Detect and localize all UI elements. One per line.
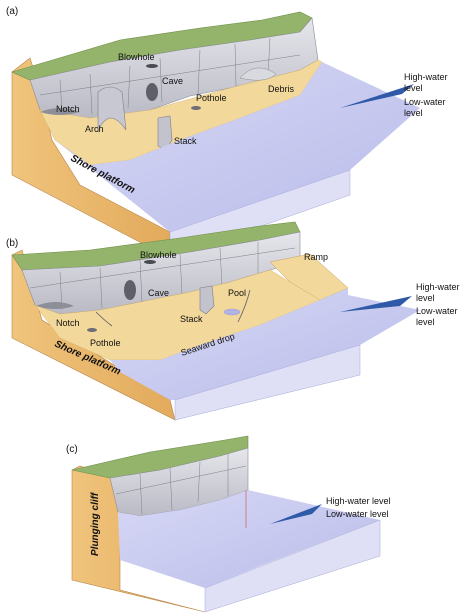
panel-a-pothole [191, 106, 201, 110]
panel-a-label-debris: Debris [268, 84, 295, 94]
panel-a-label-cave: Cave [162, 76, 183, 86]
panel-c-label-high-water: High-water level [326, 496, 391, 506]
panel-a-label-low-water-1: Low-water [404, 97, 446, 107]
panel-b-label-notch: Notch [56, 318, 80, 328]
panel-b-label-ramp: Ramp [304, 252, 328, 262]
panel-b-label-stack: Stack [180, 314, 203, 324]
panel-a-label-stack: Stack [174, 136, 197, 146]
panel-b-stack [199, 285, 215, 315]
panel-b-blowhole [144, 260, 156, 264]
panel-a-label-notch: Notch [56, 104, 80, 114]
panel-c-sea [118, 490, 380, 588]
panel-a-label-low-water-2: level [404, 108, 423, 118]
panel-b-label-high-water-2: level [416, 293, 435, 303]
panel-a-blowhole [146, 64, 158, 68]
panel-c-land-side [71, 465, 206, 613]
panel-b-label-low-water-1: Low-water [416, 306, 458, 316]
panel-c-letter: (c) [66, 444, 78, 455]
panel-b-pothole [87, 328, 97, 332]
panel-b-label-pool: Pool [228, 288, 246, 298]
panel-b-label-pothole: Pothole [90, 338, 121, 348]
panel-a: (a) Blowhole Cave [6, 6, 448, 259]
panel-b-water-arrow [340, 296, 412, 312]
panel-b-letter: (b) [6, 238, 18, 249]
panel-a-cave [146, 83, 158, 101]
panel-a-notch [40, 108, 80, 115]
panel-b-label-low-water-2: level [416, 317, 435, 327]
panel-a-label-arch: Arch [85, 124, 104, 134]
panel-c-sea-side [204, 519, 381, 613]
panel-b-notch [36, 302, 74, 309]
panel-b-label-high-water-1: High-water [416, 282, 460, 292]
panel-c-cliff-joints [115, 454, 247, 515]
panel-a-label-high-water-2: level [404, 83, 423, 93]
panel-b-sea [110, 288, 420, 400]
panel-b-sea-side [174, 344, 361, 421]
panel-a-label-high-water-1: High-water [404, 72, 448, 82]
panel-b-cave [124, 280, 136, 300]
panel-a-arch [97, 86, 127, 133]
panel-a-label-pothole: Pothole [196, 93, 227, 103]
panel-b-label-cave: Cave [148, 288, 169, 298]
panel-c: (c) Plunging cliff High-water level Low-… [66, 435, 391, 613]
panel-b-platform-cracks [95, 289, 251, 327]
panel-a-letter: (a) [6, 6, 18, 17]
panel-a-debris [239, 67, 277, 81]
panel-b: (b) Bl [6, 221, 460, 421]
panel-a-water-arrow [340, 84, 414, 108]
panel-a-sea [55, 62, 420, 232]
panel-c-water-arrow [270, 504, 322, 524]
panel-c-label-low-water: Low-water level [326, 509, 389, 519]
panel-c-label-plunging-cliff: Plunging cliff [90, 491, 101, 556]
panel-a-label-blowhole: Blowhole [118, 52, 155, 62]
panel-b-pool [223, 308, 241, 316]
panel-b-label-blowhole: Blowhole [140, 250, 177, 260]
